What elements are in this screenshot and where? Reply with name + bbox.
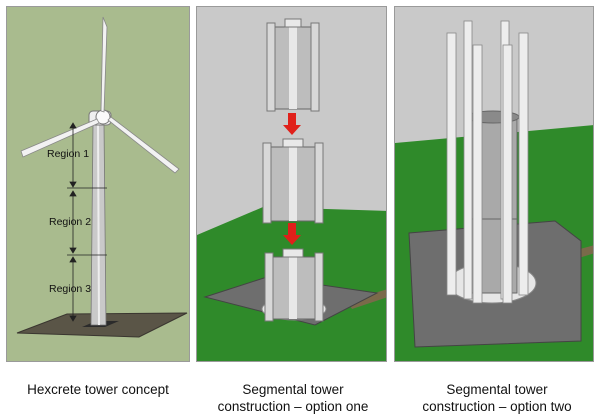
column-2 xyxy=(464,21,472,299)
caption-option-one: Segmental tower construction – option on… xyxy=(190,381,396,415)
column-4 xyxy=(519,33,528,295)
hexcrete-illustration: Region 1 Region 2 Region 3 xyxy=(7,7,190,362)
panel-segmental-option-one xyxy=(196,6,387,362)
column-1 xyxy=(447,33,456,295)
segmental-option-two-illustration xyxy=(395,7,594,362)
region-2-label: Region 2 xyxy=(49,216,91,228)
caption-hexcrete: Hexcrete tower concept xyxy=(0,381,196,398)
column-6 xyxy=(503,45,512,303)
caption-line-1: Segmental tower xyxy=(190,381,396,398)
panel-segmental-option-two xyxy=(394,6,594,362)
caption-line-2: construction – option one xyxy=(190,398,396,415)
region-1-label: Region 1 xyxy=(47,148,89,160)
caption-line-1: Segmental tower xyxy=(394,381,600,398)
tower-segment-top xyxy=(267,19,319,111)
tower-segment-middle xyxy=(263,139,323,223)
segmental-option-one-illustration xyxy=(197,7,387,362)
region-3-label: Region 3 xyxy=(49,283,91,295)
caption-line-2: construction – option two xyxy=(394,398,600,415)
tower-segment-bottom xyxy=(265,249,323,321)
caption-option-two: Segmental tower construction – option tw… xyxy=(394,381,600,415)
panel-hexcrete-concept: Region 1 Region 2 Region 3 xyxy=(6,6,190,362)
column-5 xyxy=(473,45,482,303)
caption-text: Hexcrete tower concept xyxy=(27,382,169,397)
